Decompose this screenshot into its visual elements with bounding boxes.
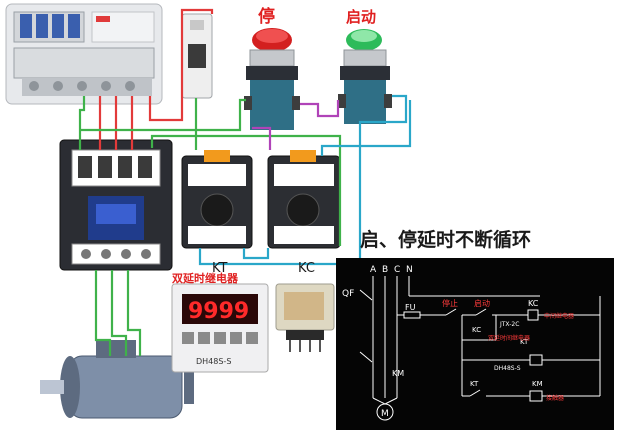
schematic-kt-note: 双延时间继电器: [488, 334, 530, 342]
schematic-start-label: 启动: [474, 298, 490, 308]
schematic-km-coil: KM: [532, 380, 543, 388]
schematic-km: KM: [392, 369, 404, 378]
schematic-phase-b: B: [382, 265, 388, 275]
schematic-kc-contact: KC: [472, 326, 481, 334]
timer-display-value: 9999: [188, 299, 249, 324]
diagram-title: 启、停延时不断循环: [360, 228, 531, 251]
schematic-dh48s: DH48S-S: [494, 365, 521, 372]
schematic-kc: KC: [528, 299, 539, 308]
motor: [40, 340, 194, 419]
schematic-phase-a: A: [370, 265, 377, 275]
schematic-phase-c: C: [394, 265, 400, 275]
schematic-kt-contact: KT: [470, 380, 479, 388]
schematic-kc-note: 中间继电器: [544, 312, 574, 320]
schematic-panel: A B C N QF: [336, 258, 614, 430]
wire-cyan-3: [320, 100, 412, 156]
circuit-breaker: [5, 3, 163, 105]
wire-green-2: [80, 98, 246, 132]
wire-green-m2: [110, 270, 128, 356]
timer-kt-label: KT: [212, 261, 228, 276]
wire-red-4: [148, 8, 214, 122]
intermediate-relay: [275, 283, 335, 352]
wires: [78, 8, 412, 356]
wire-cyan-2: [242, 248, 270, 260]
schematic-stop-label: 停止: [442, 298, 458, 308]
schematic-kt: KT: [520, 338, 529, 346]
wire-purple-2: [252, 126, 272, 150]
timer-name-label: 双延时继电器: [172, 271, 239, 285]
wire-green-3: [150, 134, 342, 246]
relay-kc-label: KC: [298, 261, 315, 276]
wire-purple-1: [300, 100, 340, 118]
schematic-neutral: N: [406, 265, 413, 275]
stop-button-label: 停: [258, 6, 275, 27]
start-button-label: 启动: [346, 8, 376, 26]
schematic-km-note: 接触器: [546, 394, 564, 402]
schematic-motor: M: [381, 409, 389, 419]
timer-device: [171, 283, 269, 373]
schematic-jtx: JTX-2C: [499, 321, 519, 328]
schematic-qf: QF: [342, 289, 354, 299]
contactor-km: [59, 139, 173, 271]
relay-socket-kc: [267, 150, 341, 249]
timer-model-label: DH48S-S: [196, 357, 231, 366]
fuse-holder: [181, 13, 213, 99]
wire-cyan-1: [198, 94, 408, 266]
schematic-lines: [359, 276, 601, 421]
wire-green-m3: [126, 270, 142, 356]
stop-pushbutton: [244, 28, 300, 130]
wire-green-m1: [94, 270, 112, 356]
relay-socket-kt: [181, 150, 253, 249]
start-pushbutton: [338, 29, 392, 124]
schematic-fu: FU: [405, 303, 416, 312]
